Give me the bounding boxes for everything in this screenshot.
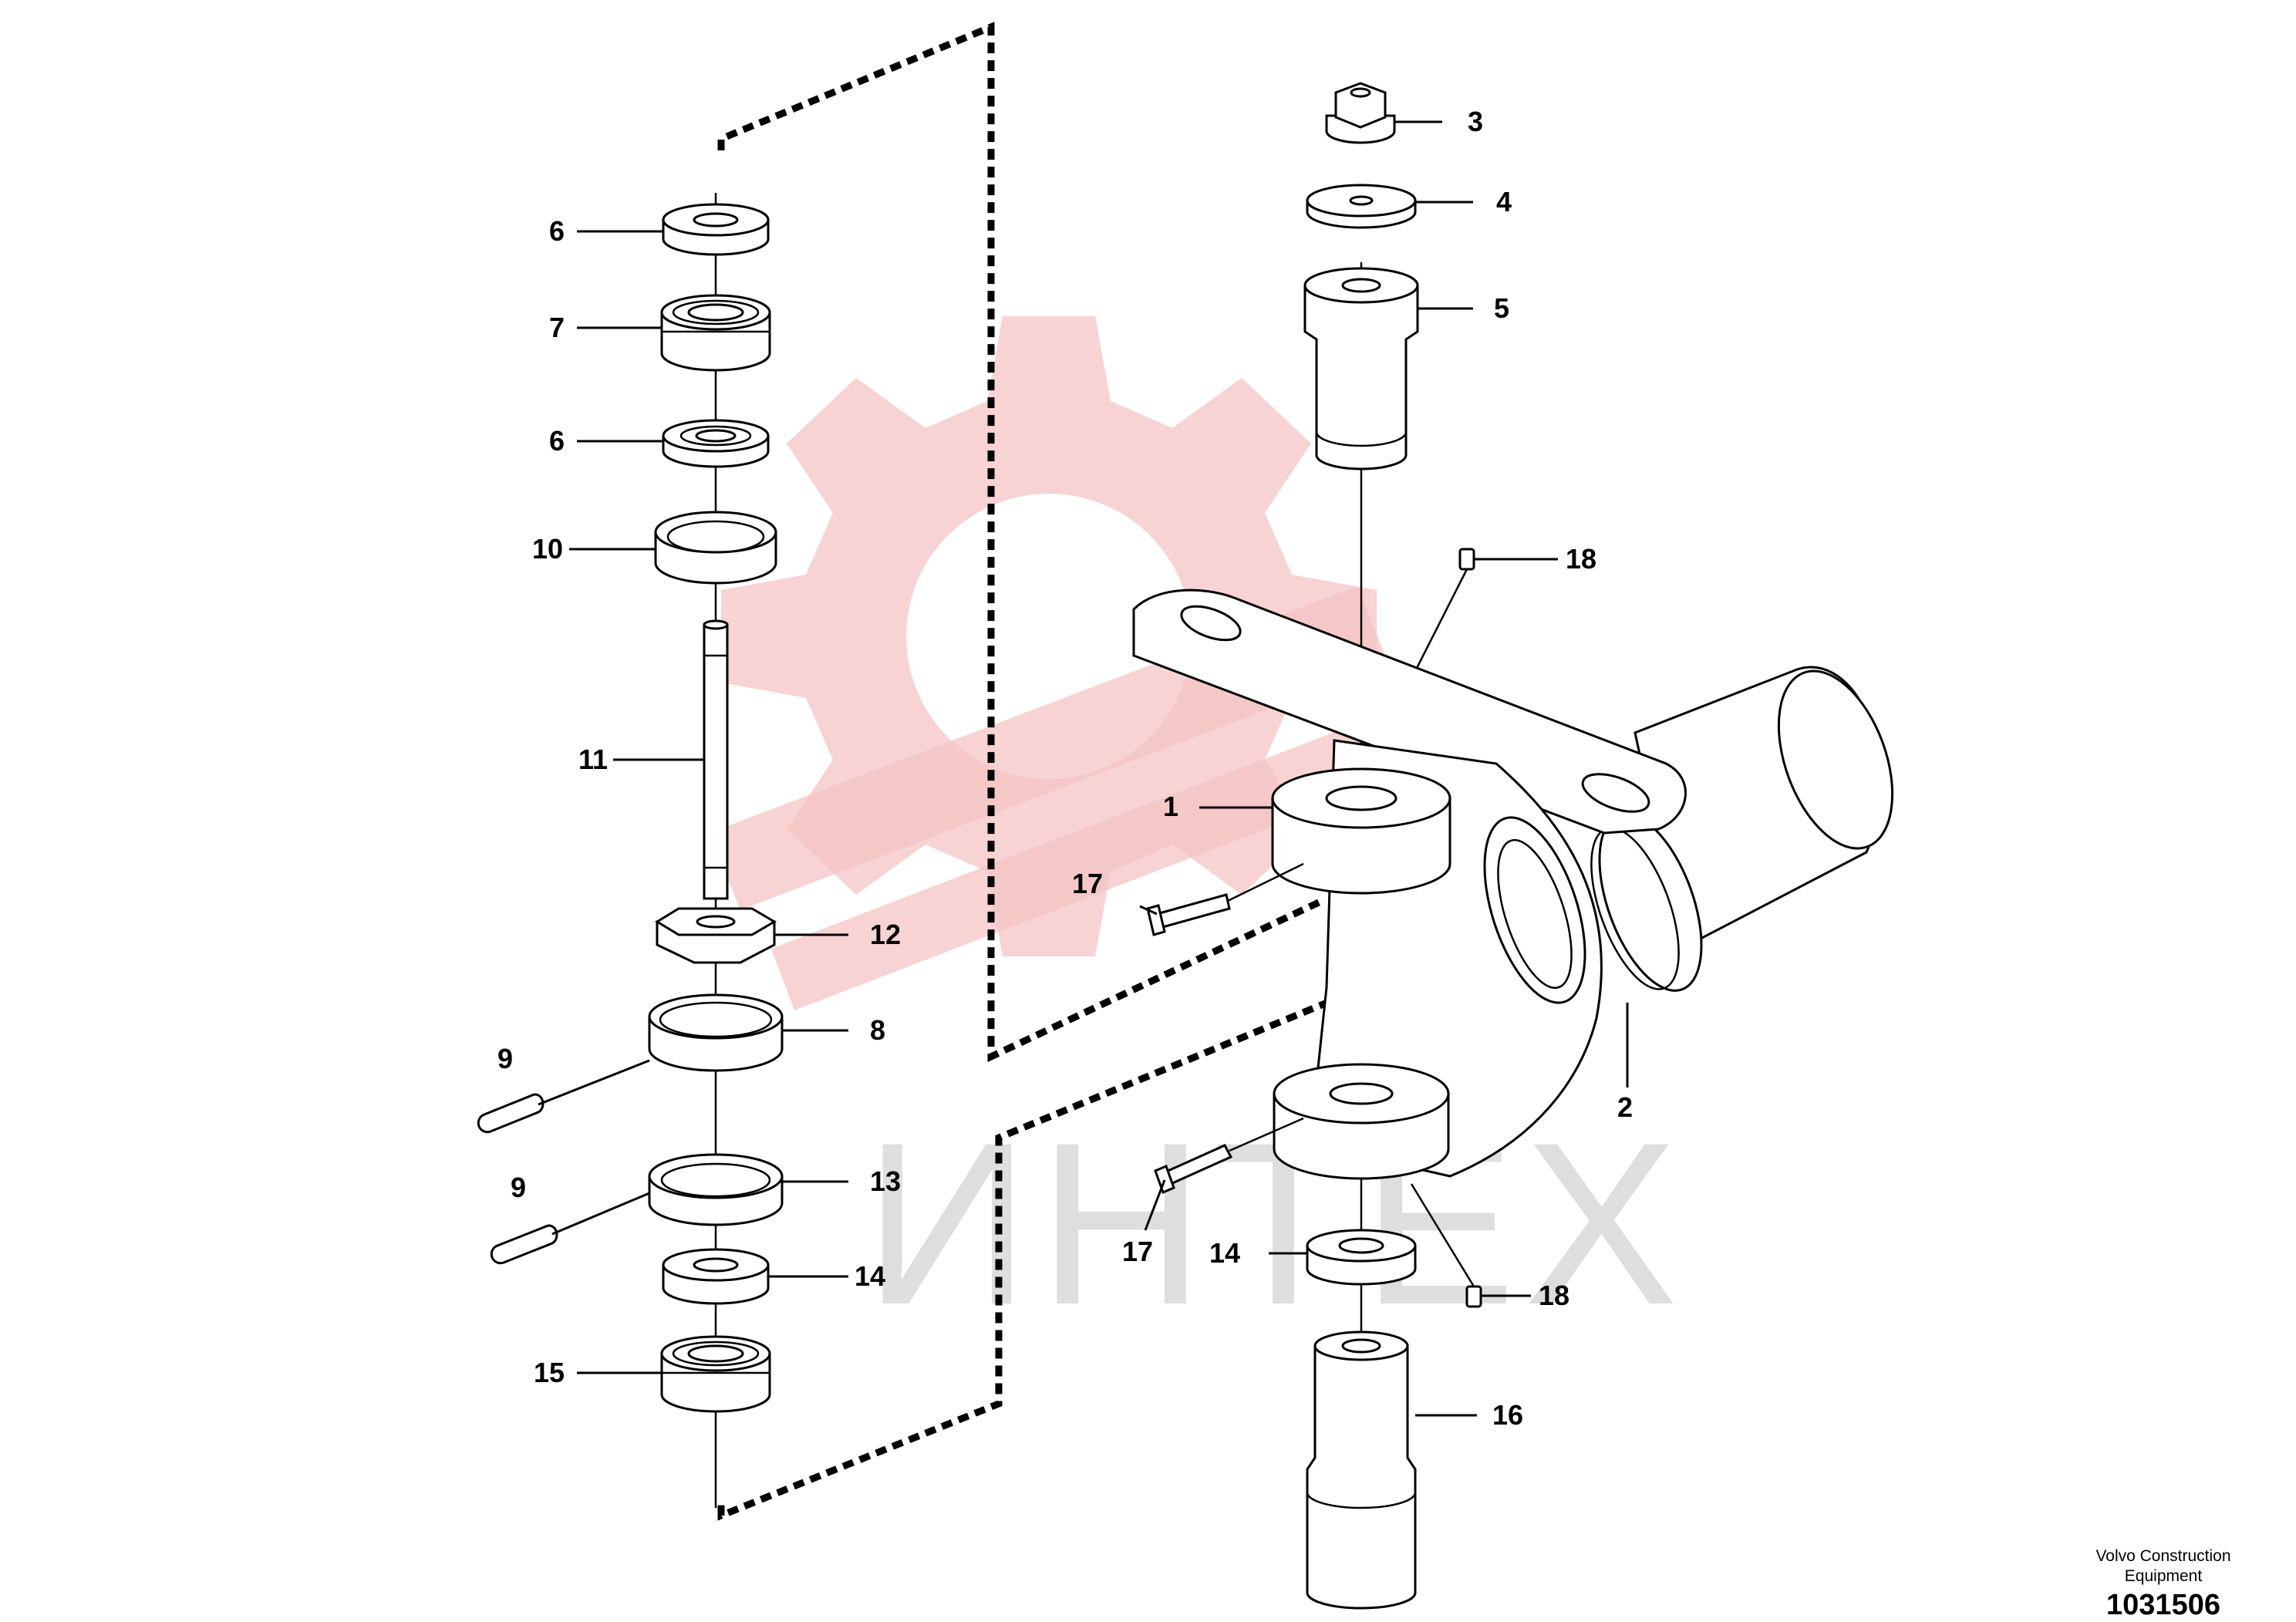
label-7: 7 bbox=[549, 312, 565, 343]
label-13: 13 bbox=[870, 1165, 901, 1197]
credit-line-1: Volvo Construction bbox=[2095, 1547, 2230, 1565]
part-14-spacer-right bbox=[1306, 1229, 1417, 1286]
assembly-boundary-lower bbox=[717, 991, 1347, 1521]
part-6-thrust-washer-upper bbox=[662, 203, 770, 256]
label-6b: 6 bbox=[549, 425, 565, 457]
label-18a: 18 bbox=[1566, 543, 1596, 575]
label-3: 3 bbox=[1468, 106, 1483, 137]
label-5: 5 bbox=[1494, 292, 1509, 324]
label-1: 1 bbox=[1163, 791, 1178, 822]
label-11: 11 bbox=[578, 744, 608, 775]
assembly-boundary-upper bbox=[717, 22, 1320, 1063]
label-4: 4 bbox=[1496, 186, 1512, 218]
label-8: 8 bbox=[870, 1014, 885, 1046]
label-9a: 9 bbox=[497, 1043, 513, 1074]
part-4-washer bbox=[1306, 184, 1417, 229]
leader-lines bbox=[538, 120, 1629, 1417]
label-17b: 17 bbox=[1122, 1236, 1153, 1267]
part-14-spacer-left bbox=[662, 1248, 770, 1305]
part-7-roller-bearing bbox=[660, 294, 771, 372]
part-17-bolt-lower bbox=[1154, 1117, 1304, 1195]
label-6a: 6 bbox=[549, 215, 565, 247]
label-15: 15 bbox=[534, 1357, 565, 1388]
label-9b: 9 bbox=[511, 1172, 526, 1203]
label-14a: 14 bbox=[855, 1260, 885, 1292]
part-8-lock-ring bbox=[648, 993, 784, 1072]
part-12-hex-nut bbox=[655, 907, 777, 964]
part-9-pin-upper bbox=[477, 1093, 544, 1134]
part-6-thrust-washer-lower bbox=[662, 419, 770, 468]
part-3-flange-nut bbox=[1325, 82, 1396, 144]
part-13-locking-ring bbox=[648, 1153, 784, 1226]
label-17a: 17 bbox=[1072, 868, 1103, 899]
label-2: 2 bbox=[1617, 1091, 1633, 1123]
part-9-pin-lower bbox=[490, 1224, 558, 1265]
part-11-threaded-stud bbox=[703, 619, 729, 900]
part-5-kingpin-bushing bbox=[1303, 267, 1419, 470]
label-18b: 18 bbox=[1539, 1280, 1569, 1311]
credit-line-2: Equipment bbox=[2125, 1567, 2203, 1585]
label-14b: 14 bbox=[1209, 1237, 1240, 1269]
part-2-steering-knuckle-housing bbox=[1132, 588, 1894, 1178]
part-18-grease-fitting-upper bbox=[1410, 548, 1475, 679]
part-1-kingpin-boss-lower bbox=[1273, 1063, 1450, 1180]
part-15-roller-bearing bbox=[660, 1335, 771, 1413]
part-16-kingpin-lower bbox=[1306, 1330, 1417, 1610]
label-10: 10 bbox=[532, 533, 563, 565]
label-16: 16 bbox=[1492, 1399, 1523, 1431]
part-1-kingpin-boss-upper bbox=[1271, 767, 1451, 895]
label-12: 12 bbox=[870, 919, 901, 950]
document-number: 1031506 bbox=[2106, 1589, 2220, 1621]
part-10-bearing-cup bbox=[654, 511, 777, 585]
